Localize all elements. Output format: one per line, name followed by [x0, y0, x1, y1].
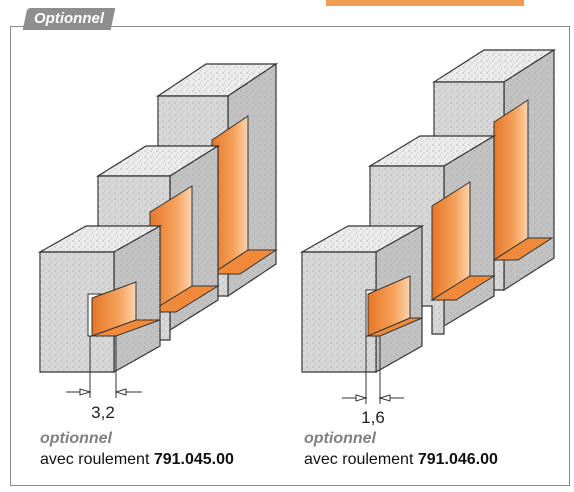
- left-front-block: [37, 224, 163, 374]
- right-caption: optionnel avec roulement 791.046.00: [304, 430, 498, 470]
- left-caption: optionnel avec roulement 791.045.00: [40, 430, 234, 470]
- left-caption-line: avec roulement 791.045.00: [40, 450, 234, 470]
- accent-bar: [326, 0, 524, 6]
- left-caption-optional: optionnel: [40, 430, 112, 447]
- left-dimension-marker: 3,2: [66, 336, 142, 422]
- left-profile-drawing: 3,2: [37, 62, 278, 422]
- left-caption-text: avec roulement: [40, 451, 150, 468]
- right-caption-text: avec roulement: [304, 451, 414, 468]
- content-frame: [10, 26, 570, 486]
- right-caption-code: 791.046.00: [417, 451, 498, 468]
- right-profile-drawing: 1,6: [299, 48, 557, 427]
- right-dimension-value: 1,6: [361, 408, 385, 427]
- left-dimension-value: 3,2: [91, 403, 115, 422]
- right-caption-optional: optionnel: [304, 430, 376, 447]
- right-dimension-marker: 1,6: [342, 336, 404, 427]
- right-caption-line: avec roulement 791.046.00: [304, 450, 498, 470]
- left-caption-code: 791.045.00: [153, 451, 234, 468]
- right-front-block: [299, 224, 425, 374]
